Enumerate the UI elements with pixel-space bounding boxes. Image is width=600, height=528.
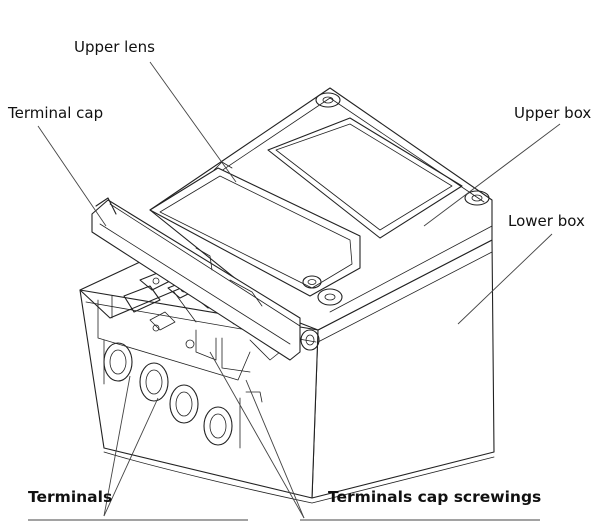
label-lower-box: Lower box bbox=[508, 212, 585, 230]
label-terminal-cap: Terminal cap bbox=[8, 104, 104, 122]
leader-upper-box bbox=[423, 123, 561, 227]
label-upper-lens: Upper lens bbox=[74, 38, 155, 56]
leader-terminals-c bbox=[103, 375, 131, 517]
leader-terminal-cap bbox=[37, 125, 107, 227]
leader-lines bbox=[28, 61, 561, 521]
label-upper-box: Upper box bbox=[514, 104, 592, 122]
leader-upper-lens bbox=[149, 61, 237, 183]
cable-entries bbox=[103, 339, 263, 449]
upper-lens bbox=[149, 161, 361, 297]
terminal-cap bbox=[91, 197, 320, 361]
leader-lower-box bbox=[457, 233, 553, 325]
lower-box-body bbox=[79, 239, 495, 504]
leader-screwings-b bbox=[209, 351, 305, 519]
label-terminals-cap-screwings: Terminals cap screwings bbox=[328, 488, 542, 506]
leader-terminals-b bbox=[103, 397, 159, 517]
label-terminals: Terminals bbox=[28, 488, 113, 506]
leader-screwings-c bbox=[245, 379, 305, 519]
